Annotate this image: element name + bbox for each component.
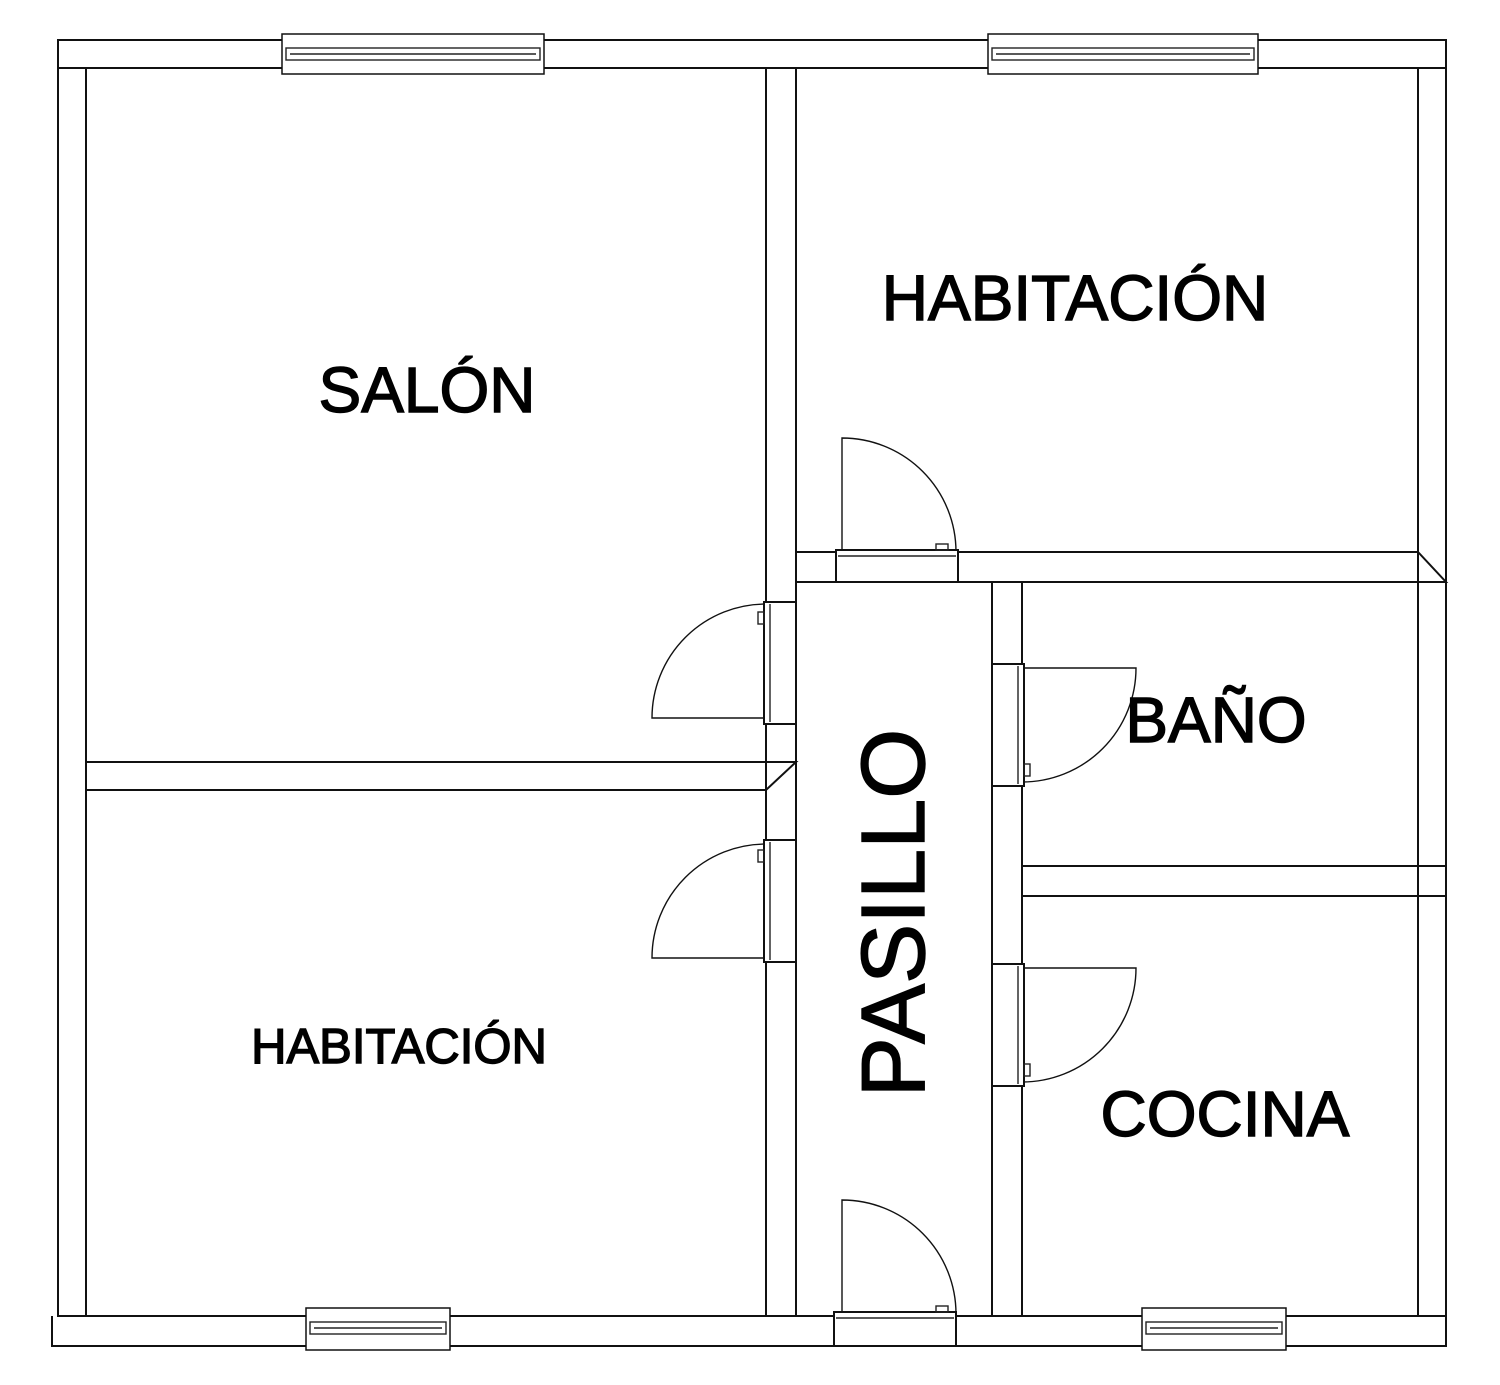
door-entrance xyxy=(833,1199,957,1347)
room-label-bathroom: BAÑO xyxy=(1125,684,1306,756)
interior-walls xyxy=(86,68,1449,1316)
window-top-left xyxy=(281,33,545,75)
room-label-kitchen: COCINA xyxy=(1101,1078,1350,1150)
room-label-bedroom-bottom: HABITACIÓN xyxy=(251,1020,547,1074)
door-top-bedroom xyxy=(835,437,959,583)
door-salon xyxy=(651,601,797,725)
window-bottom-left xyxy=(305,1307,451,1351)
room-label-bedroom-top: HABITACIÓN xyxy=(882,262,1268,334)
room-label-hallway: PASILLO xyxy=(844,729,944,1098)
window-top-right xyxy=(987,33,1259,75)
door-bottom-bedroom xyxy=(651,839,797,963)
door-bathroom xyxy=(991,663,1137,787)
window-bottom-right xyxy=(1141,1307,1287,1351)
door-kitchen xyxy=(991,963,1137,1087)
room-label-salon: SALÓN xyxy=(319,354,536,426)
